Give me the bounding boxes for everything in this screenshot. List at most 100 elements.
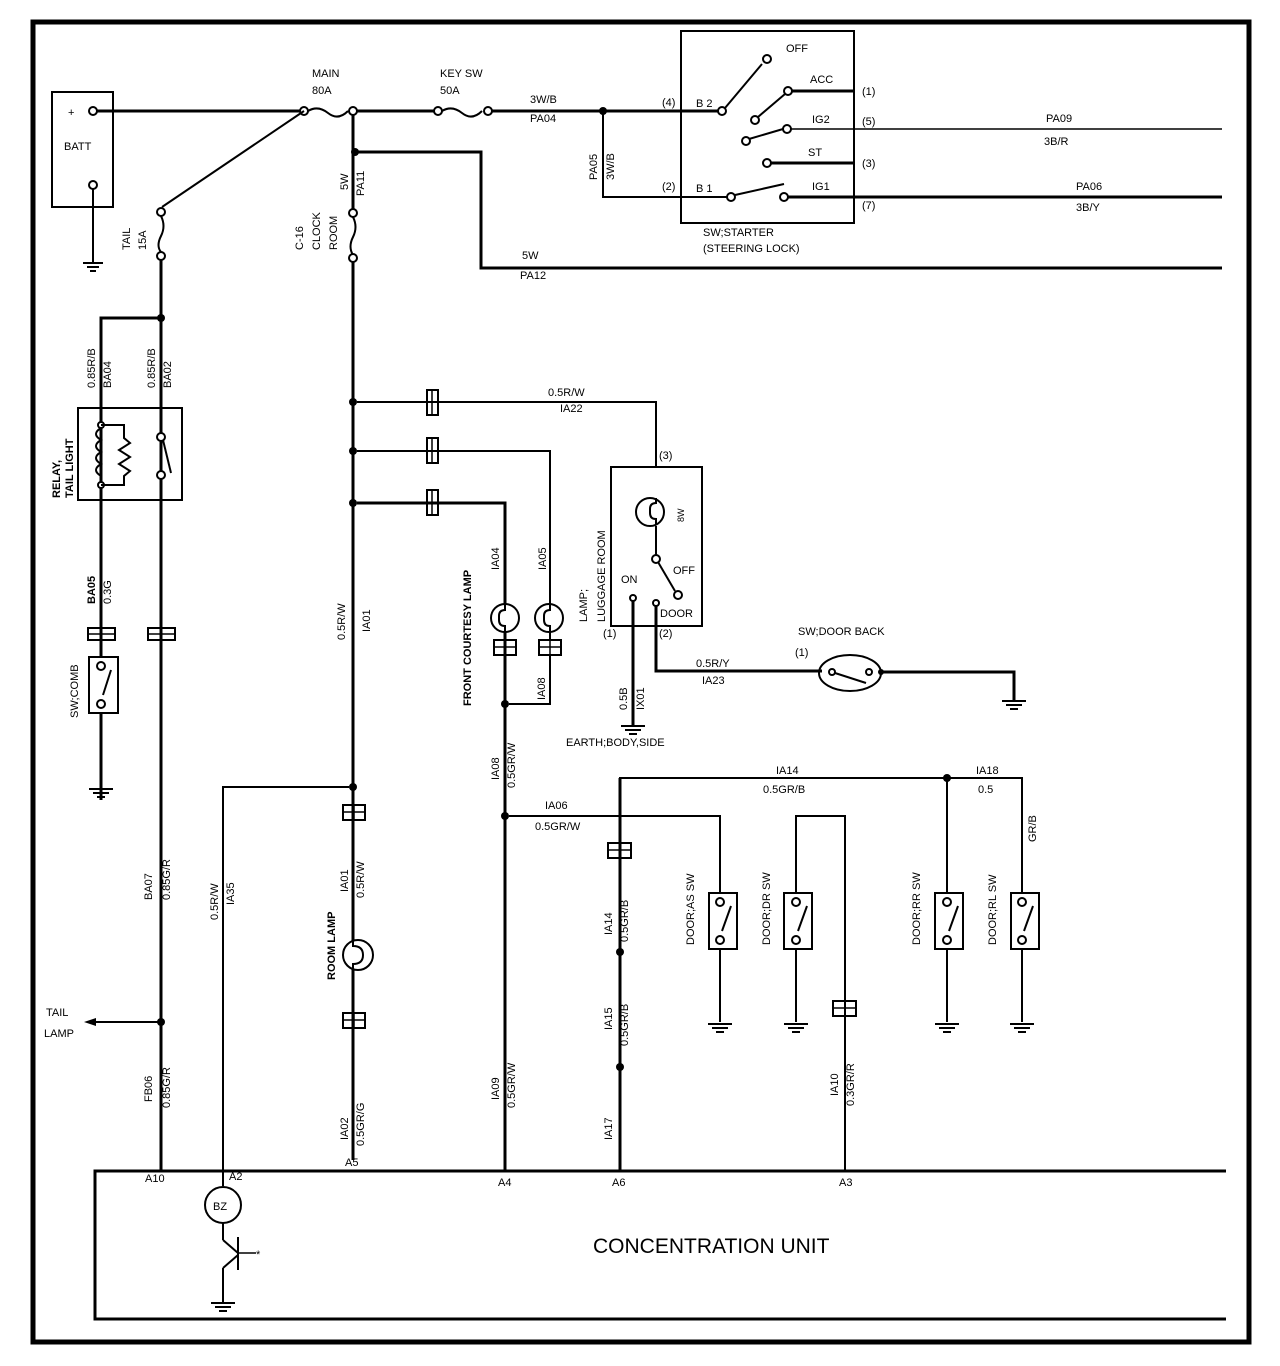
ground-icon	[89, 788, 113, 798]
ground-icon	[83, 262, 103, 272]
diagram-label: TAIL	[121, 228, 133, 250]
diagram-frame	[30, 19, 1252, 1345]
door-rr-switch: DOOR;RR SW	[911, 872, 964, 950]
transistor-icon: *	[222, 1223, 261, 1302]
diagram-label: PA05	[588, 154, 600, 180]
ground-icon	[1002, 700, 1026, 710]
diagram-label: IA17	[603, 1117, 615, 1140]
diagram-label: IA01	[339, 869, 351, 892]
wire-label: 3W/B	[530, 94, 557, 106]
diagram-label: LAMP	[44, 1028, 74, 1040]
diagram-label: 0.5R/W	[355, 861, 367, 898]
key-sw-fuse: KEY SW 50A	[433, 68, 493, 118]
diagram-label: IA06	[545, 800, 568, 812]
connector-icon	[147, 627, 176, 641]
diagram-label: A3	[839, 1177, 852, 1189]
ground-icon	[1010, 1023, 1034, 1033]
tail-fuse: TAIL 15A	[121, 207, 166, 261]
diagram-label: A4	[498, 1177, 511, 1189]
arrow-icon	[84, 1018, 96, 1026]
diagram-label: FRONT COURTESY LAMP	[462, 570, 474, 706]
wire-label: PA04	[530, 113, 556, 125]
battery: + BATT	[51, 91, 114, 272]
diagram-label: IG1	[812, 181, 830, 193]
diagram-label: ROOM	[328, 216, 340, 250]
diagram-label: DOOR;RR SW	[911, 872, 923, 945]
diagram-label: OFF	[673, 565, 695, 577]
diagram-label: 0.5GR/B	[619, 900, 631, 942]
diagram-label: (1)	[795, 647, 808, 659]
diagram-label: FB06	[143, 1076, 155, 1102]
diagram-label: RELAY,	[51, 460, 63, 498]
diagram-label: 0.85G/R	[161, 859, 173, 900]
diagram-label: 0.3G	[102, 580, 114, 604]
diagram-label: DOOR;RL SW	[987, 874, 999, 945]
diagram-label: ON	[621, 574, 638, 586]
diagram-label: (1)	[603, 628, 616, 640]
diagram-label: PA06	[1076, 181, 1102, 193]
diagram-label: 8W	[676, 508, 686, 522]
diagram-label: ACC	[810, 74, 833, 86]
concentration-unit-title: CONCENTRATION UNIT	[593, 1235, 830, 1258]
diagram-label: GR/B	[1027, 815, 1039, 842]
diagram-label: 80A	[312, 85, 332, 97]
diagram-label: (3)	[659, 450, 672, 462]
diagram-label: 0.5R/W	[209, 883, 221, 920]
diagram-label: OFF	[786, 43, 808, 55]
diagram-label: 5W	[522, 250, 539, 262]
diagram-label: 0.85R/B	[146, 348, 158, 388]
diagram-label: BZ	[213, 1201, 227, 1213]
diagram-label: 0.85R/B	[86, 348, 98, 388]
diagram-label: TAIL	[46, 1007, 68, 1019]
diagram-label: IG2	[812, 114, 830, 126]
door-dr-switch: DOOR;DR SW	[761, 872, 813, 950]
diagram-label: 0.5GR/B	[619, 1004, 631, 1046]
diagram-label: B 2	[696, 98, 713, 110]
diagram-label: *	[256, 1249, 261, 1261]
diagram-label: 3B/R	[1044, 136, 1069, 148]
diagram-label: 0.5B	[618, 687, 630, 710]
diagram-label: B 1	[696, 183, 713, 195]
diagram-label: 0.5GR/B	[763, 784, 805, 796]
diagram-label: 0.5	[978, 784, 993, 796]
diagram-label: 0.85G/R	[161, 1067, 173, 1108]
diagram-label: BA05	[86, 576, 98, 604]
diagram-label: LAMP;	[578, 589, 590, 622]
connector-icon	[607, 842, 632, 859]
connector-icon	[426, 389, 439, 416]
diagram-label: IA10	[829, 1073, 841, 1096]
connector-icon	[342, 1012, 366, 1029]
diagram-label: (4)	[662, 97, 675, 109]
diagram-label: (3)	[862, 158, 875, 170]
room-fuse: C-16 CLOCK ROOM	[294, 208, 358, 263]
diagram-label: ST	[808, 147, 822, 159]
diagram-label: ROOM LAMP	[326, 912, 338, 980]
diagram-label: 50A	[440, 85, 460, 97]
diagram-label: (7)	[862, 200, 875, 212]
diagram-label: BA02	[162, 361, 174, 388]
diagram-label: IA09	[490, 1077, 502, 1100]
diagram-label: 5W	[339, 173, 351, 190]
diagram-label: 0.5GR/G	[355, 1103, 367, 1146]
diagram-label: PA11	[355, 171, 367, 196]
sw-comb: SW;COMB	[69, 656, 119, 718]
diagram-label: DOOR	[660, 608, 693, 620]
diagram-label: (STEERING LOCK)	[703, 243, 800, 255]
ground-icon	[211, 1302, 235, 1312]
concentration-unit: A10 A2 A5 A4 A6 A3 CONCENTRATION UNIT BZ…	[93, 1157, 1226, 1321]
diagram-label: IA18	[976, 765, 999, 777]
diagram-label: BA04	[102, 361, 114, 388]
diagram-label: 0.5R/W	[336, 603, 348, 640]
diagram-label: C-16	[294, 226, 306, 250]
diagram-label: A5	[345, 1157, 358, 1169]
diagram-label: (1)	[862, 86, 875, 98]
diagram-label: BA07	[143, 873, 155, 900]
diagram-label: (5)	[862, 116, 875, 128]
diagram-label: MAIN	[312, 68, 340, 80]
diagram-label: SW;COMB	[69, 664, 81, 718]
diagram-label: 0.5R/Y	[696, 658, 730, 670]
door-rl-switch: DOOR;RL SW	[987, 874, 1040, 950]
diagram-label: (2)	[662, 181, 675, 193]
diagram-label: IA23	[702, 675, 725, 687]
